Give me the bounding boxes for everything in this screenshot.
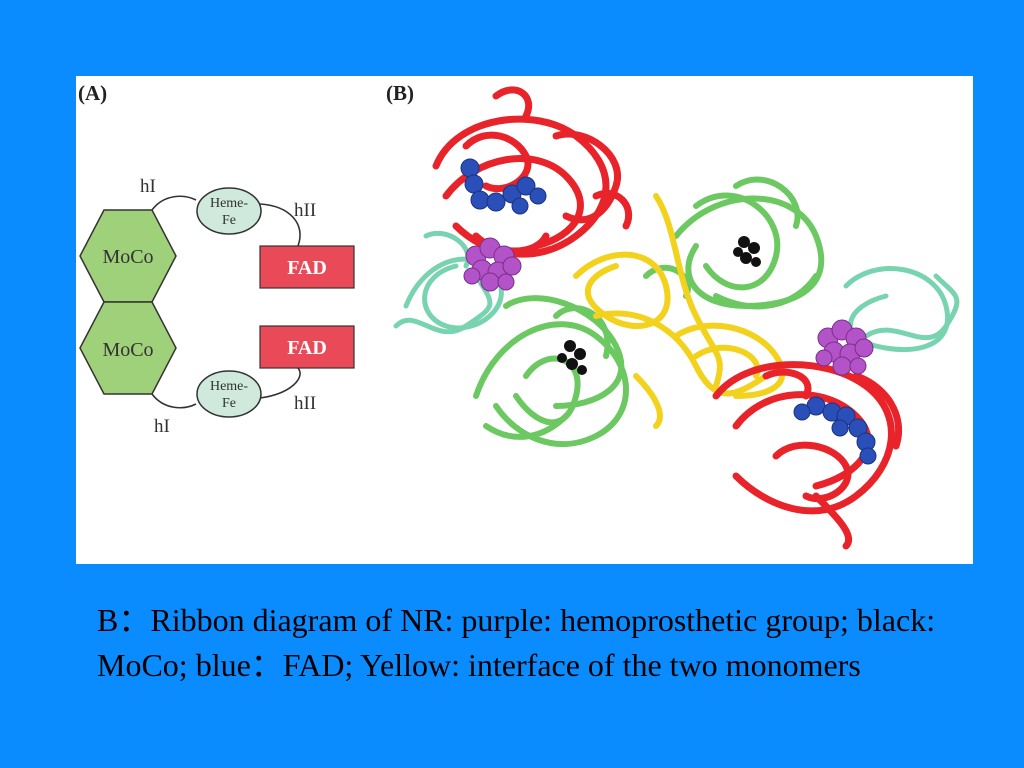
red-ribbon-domains (432, 86, 903, 550)
green-ribbon-domains (473, 176, 825, 447)
moco-top-label: MoCo (102, 246, 153, 268)
moco-bottom-label: MoCo (102, 339, 153, 361)
blue-fad-group-left (460, 158, 547, 215)
hinge-hII-bottom-line (259, 367, 301, 399)
heme-bottom-line2: Fe (222, 396, 236, 411)
figure-panel: (A) MoCo MoCo Heme- Fe Heme- Fe FAD FAD … (76, 76, 973, 564)
heme-top-line1: Heme- (210, 196, 248, 211)
hinge-hII-top-label: hII (294, 200, 316, 221)
panel-a-label: (A) (78, 81, 107, 105)
hinge-hII-bottom-label: hII (294, 393, 316, 414)
hinge-hI-top-label: hI (140, 176, 156, 197)
figure-svg: (A) MoCo MoCo Heme- Fe Heme- Fe FAD FAD … (78, 81, 960, 550)
heme-fe-ellipse-top (196, 187, 262, 235)
panel-a-schematic: (A) MoCo MoCo Heme- Fe Heme- Fe FAD FAD … (78, 81, 355, 437)
black-moco-group-right (733, 236, 761, 267)
panel-b-label: (B) (386, 81, 414, 105)
moco-hexagon-bottom (79, 301, 177, 395)
hinge-hII-top-line (259, 203, 301, 247)
purple-heme-group-right (815, 319, 874, 376)
heme-top-line2: Fe (222, 213, 236, 228)
hinge-hI-bottom-line (151, 393, 197, 409)
heme-bottom-line1: Heme- (210, 379, 248, 394)
fad-box-bottom (259, 325, 355, 369)
black-moco-group-left (557, 340, 587, 375)
fad-bottom-label: FAD (287, 337, 327, 359)
blue-fad-group-right (793, 396, 877, 465)
fad-box-top (259, 245, 355, 289)
figure-caption: B：Ribbon diagram of NR: purple: hemopros… (97, 602, 936, 683)
hinge-hI-top-line (151, 195, 197, 211)
hinge-hI-bottom-label: hI (154, 416, 170, 437)
yellow-interface-ribbon (573, 193, 786, 429)
purple-heme-group-left (463, 237, 522, 292)
fad-top-label: FAD (287, 257, 327, 279)
heme-fe-ellipse-bottom (196, 370, 262, 418)
panel-b-ribbon-structure: (B) (386, 81, 960, 550)
